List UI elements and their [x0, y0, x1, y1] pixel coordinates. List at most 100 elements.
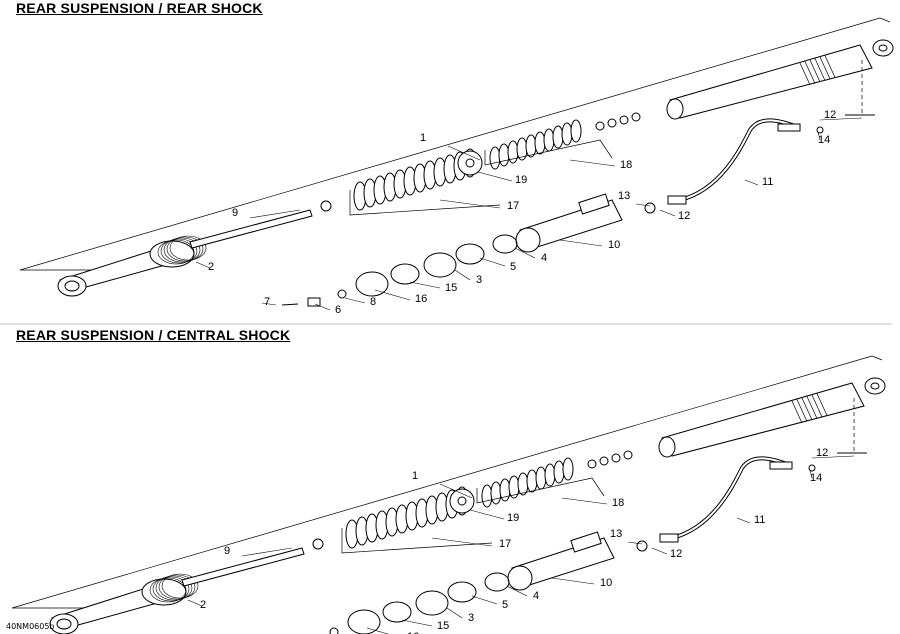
tube-rib [816, 393, 828, 416]
washer [644, 202, 656, 214]
spring-coil [552, 125, 564, 149]
leader-line [477, 171, 513, 182]
leader-line [561, 497, 608, 505]
callout-label-17: 17 [499, 538, 511, 550]
leader-line [439, 199, 501, 209]
leader-line [744, 179, 759, 186]
small-washer [337, 289, 347, 299]
spring-coil [489, 146, 501, 170]
shim-washer [631, 112, 641, 122]
callout-label-3: 3 [468, 612, 474, 624]
spring-coil [534, 131, 546, 155]
o-ring [382, 601, 412, 623]
leader-line [506, 585, 528, 597]
spring-coil [498, 143, 510, 167]
o-ring [455, 243, 485, 265]
hose-fitting [659, 533, 679, 543]
screw [281, 303, 299, 306]
callout-label-10: 10 [600, 577, 612, 589]
spring-coil [517, 472, 529, 496]
adjuster-thread [158, 574, 196, 600]
frame-line [19, 17, 881, 271]
small-washer [329, 627, 339, 634]
leader-line [469, 509, 505, 520]
shaft-washer [320, 200, 332, 212]
reservoir-cap [570, 531, 602, 553]
leader-line [635, 203, 651, 207]
tube-rib [796, 399, 808, 422]
o-ring [484, 572, 510, 592]
leader-line [454, 269, 471, 281]
valve-disc [457, 150, 483, 176]
leader-line [479, 257, 506, 267]
frame-line [871, 355, 883, 361]
o-ring [390, 263, 420, 285]
leader-line [651, 547, 668, 555]
leader-line [409, 281, 441, 289]
callout-label-12: 12 [816, 447, 828, 459]
callout-label-9: 9 [232, 207, 238, 219]
tube-rib [811, 394, 823, 418]
bearing-cap [355, 271, 389, 297]
callout-label-10: 10 [608, 239, 620, 251]
callout-label-13: 13 [618, 190, 630, 202]
leader-line [569, 159, 616, 167]
tube-rib [814, 58, 826, 81]
bracket-line [484, 139, 613, 166]
callout-label-15: 15 [437, 620, 449, 632]
piston-shaft [189, 209, 313, 249]
upper-tube [669, 44, 873, 119]
hose-nut [769, 461, 793, 470]
tube-rib [804, 61, 816, 84]
callout-label-13: 13 [610, 528, 622, 540]
frame-line [11, 355, 873, 609]
callout-label-5: 5 [510, 261, 516, 273]
shim-washer [623, 450, 633, 460]
leader-line [817, 131, 821, 141]
section-heading-rear-shock: REAR SUSPENSION / REAR SHOCK [16, 0, 263, 16]
valve-disc-center [457, 496, 467, 506]
spring-coil [525, 134, 537, 158]
spring-coil [562, 457, 574, 481]
callout-label-11: 11 [762, 176, 773, 188]
callout-label-14: 14 [810, 472, 822, 484]
callout-label-9: 9 [224, 545, 230, 557]
spring-coil [481, 484, 493, 508]
hose-inner [671, 457, 793, 539]
valve-disc [449, 488, 475, 514]
lower-eyelet [49, 613, 79, 634]
bearing-cap [347, 609, 381, 634]
reservoir-cap [578, 193, 610, 215]
nut [307, 297, 321, 307]
shaft-washer [312, 538, 324, 550]
adjuster-thread [161, 573, 199, 599]
shim-washer [595, 121, 605, 131]
callout-label-12: 12 [670, 548, 682, 560]
adjuster-thread [169, 235, 207, 261]
figure-reference-code: 40NM0605b [6, 622, 55, 631]
leader-line [736, 517, 751, 524]
leader-line [627, 541, 643, 545]
spring-coil [535, 466, 547, 490]
lower-eyelet [57, 275, 87, 297]
leader-line [187, 599, 203, 607]
leader-line [366, 627, 390, 634]
callout-label-7: 7 [264, 296, 270, 308]
leader-line [551, 577, 595, 585]
leader-line [447, 145, 481, 161]
upper-tube-end [666, 98, 684, 120]
adjuster-thread [149, 577, 187, 603]
shim-washer [611, 453, 621, 463]
callout-label-6: 6 [335, 304, 341, 316]
adjuster-thread [160, 238, 198, 264]
lower-eyelet-hole [56, 618, 72, 630]
callout-label-2: 2 [208, 261, 214, 273]
callout-label-15: 15 [445, 282, 457, 294]
valve-cap [808, 464, 816, 472]
adjuster-thread [166, 236, 204, 262]
callout-label-5: 5 [502, 599, 508, 611]
valve-cap [816, 126, 824, 134]
callout-label-19: 19 [515, 174, 527, 186]
